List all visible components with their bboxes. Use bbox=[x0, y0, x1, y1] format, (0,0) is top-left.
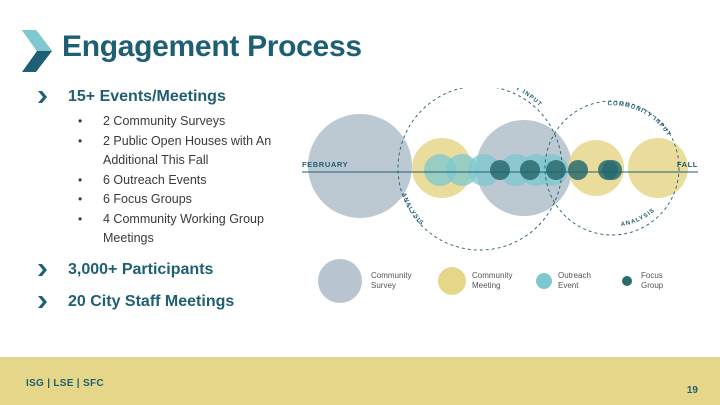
legend-focus-label: Focus bbox=[641, 271, 663, 280]
legend-survey-label: Community bbox=[371, 271, 411, 280]
svg-text:Group: Group bbox=[641, 281, 664, 290]
footer-bar bbox=[0, 357, 720, 405]
cycle-ring bbox=[544, 100, 680, 236]
legend-meeting-label: Community bbox=[472, 271, 512, 280]
axis-end-label: FALL bbox=[677, 160, 698, 169]
legend-outreach-label: Outreach bbox=[558, 271, 591, 280]
bullet-label: 20 City Staff Meetings bbox=[68, 292, 235, 310]
page-title: Engagement Process bbox=[62, 30, 362, 63]
chevron-bullet-icon bbox=[38, 263, 47, 276]
svg-text:Meeting: Meeting bbox=[472, 281, 500, 290]
sub-item: •6 Outreach Events bbox=[78, 172, 207, 187]
arc-label: ANALYSIS bbox=[620, 208, 656, 229]
meeting-circle bbox=[568, 140, 624, 196]
outreach-circle bbox=[468, 154, 500, 186]
sub-item: •2 Public Open Houses with An Additional… bbox=[78, 133, 272, 168]
sub-item: •4 Community Working Group Meetings bbox=[78, 211, 264, 246]
logo-chevron-icon bbox=[22, 30, 52, 72]
focus-circle bbox=[546, 160, 566, 180]
legend-outreach-swatch bbox=[536, 273, 552, 289]
page-number: 19 bbox=[686, 385, 698, 396]
bullet-label: 15+ Events/Meetings bbox=[68, 88, 226, 105]
bullet-staff-meetings: 20 City Staff Meetings bbox=[38, 291, 308, 313]
meeting-circle bbox=[628, 138, 688, 198]
footer-orgs: ISG | LSE | SFC bbox=[26, 378, 104, 389]
svg-text:Event: Event bbox=[558, 281, 579, 290]
focus-circle bbox=[568, 160, 588, 180]
legend-meeting-swatch bbox=[438, 267, 466, 295]
legend-focus-swatch bbox=[622, 276, 632, 286]
svg-text:Survey: Survey bbox=[371, 281, 396, 290]
bullet-label: 3,000+ Participants bbox=[68, 260, 214, 278]
arc-label: ANALYSIS bbox=[400, 192, 424, 227]
legend-survey-swatch bbox=[318, 259, 362, 303]
sub-item: •6 Focus Groups bbox=[78, 192, 192, 206]
bullet-events: 15+ Events/Meetings bbox=[38, 86, 308, 108]
survey-circle bbox=[308, 114, 412, 218]
cycle-ring bbox=[397, 88, 563, 251]
focus-circle bbox=[602, 160, 622, 180]
chevron-bullet-icon bbox=[38, 295, 47, 308]
chevron-bullet-icon bbox=[38, 91, 47, 103]
outreach-circle bbox=[424, 154, 456, 186]
engagement-timeline-diagram: FEBRUARY FALL COMMUNITY INPUT COMMUNITY … bbox=[302, 88, 698, 303]
axis-start-label: FEBRUARY bbox=[302, 160, 348, 169]
focus-circle bbox=[490, 160, 510, 180]
sub-item: •2 Community Surveys bbox=[78, 114, 226, 128]
outreach-circle bbox=[446, 154, 478, 186]
events-sublist: •2 Community Surveys •2 Public Open Hous… bbox=[38, 112, 308, 249]
bullet-list: 15+ Events/Meetings •2 Community Surveys… bbox=[38, 86, 308, 313]
bullet-participants: 3,000+ Participants bbox=[38, 259, 308, 281]
focus-circle bbox=[520, 160, 540, 180]
